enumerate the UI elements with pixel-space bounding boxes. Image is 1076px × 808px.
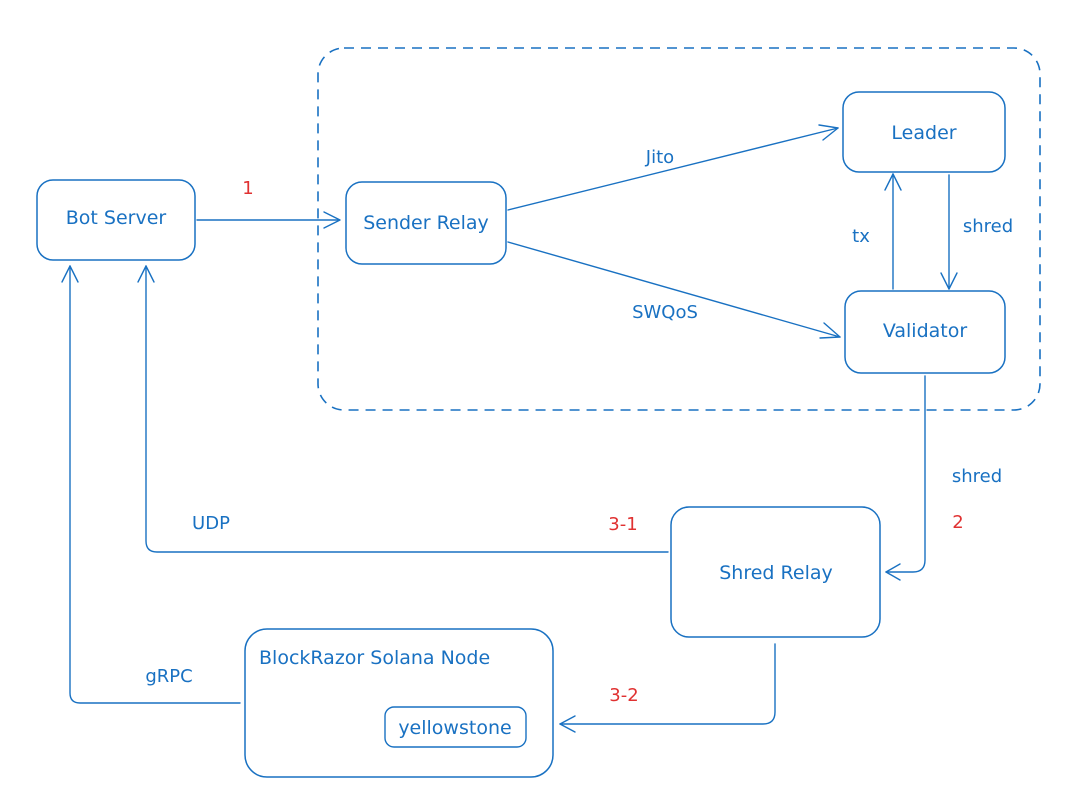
edge-shred-relay-to-blockrazor (559, 643, 776, 733)
edge-label-shred-leader-validator: shred (963, 216, 1013, 237)
step-3-2-label: 3-2 (609, 685, 638, 706)
validator-label: Validator (883, 320, 968, 342)
bot-server-node: Bot Server (36, 179, 196, 261)
edge-leader-to-validator (940, 174, 958, 290)
edge-label-swqos: SWQoS (632, 302, 698, 323)
edge-label-grpc: gRPC (145, 666, 192, 687)
sender-relay-label: Sender Relay (363, 212, 489, 234)
yellowstone-node: yellowstone (384, 706, 527, 748)
bot-server-label: Bot Server (66, 207, 167, 229)
edge-validator-to-leader (884, 173, 902, 290)
edge-bot-to-sender (196, 211, 341, 229)
edge-sender-to-leader (507, 124, 839, 211)
yellowstone-label: yellowstone (398, 717, 511, 739)
edge-label-tx: tx (852, 226, 870, 247)
leader-label: Leader (891, 122, 956, 144)
blockrazor-label: BlockRazor Solana Node (259, 647, 490, 669)
blockrazor-node: BlockRazor Solana Node yellowstone (244, 628, 554, 778)
validator-node: Validator (844, 290, 1006, 374)
network-region (317, 47, 1041, 411)
edge-label-jito: Jito (645, 147, 674, 168)
edge-label-udp: UDP (192, 513, 230, 534)
sender-relay-node: Sender Relay (345, 181, 507, 265)
edge-sender-to-validator (507, 241, 841, 339)
step-2-label: 2 (952, 512, 963, 533)
shred-relay-label: Shred Relay (719, 562, 833, 584)
edge-blockrazor-to-bot-grpc (61, 265, 241, 704)
edge-shred-relay-to-bot-udp (137, 265, 669, 553)
leader-node: Leader (842, 91, 1006, 173)
edge-validator-to-shred-relay (885, 375, 926, 581)
edge-label-shred-validator-relay: shred (952, 466, 1002, 487)
step-3-1-label: 3-1 (608, 514, 637, 535)
shred-relay-node: Shred Relay (670, 506, 881, 638)
step-1-label: 1 (242, 178, 253, 199)
